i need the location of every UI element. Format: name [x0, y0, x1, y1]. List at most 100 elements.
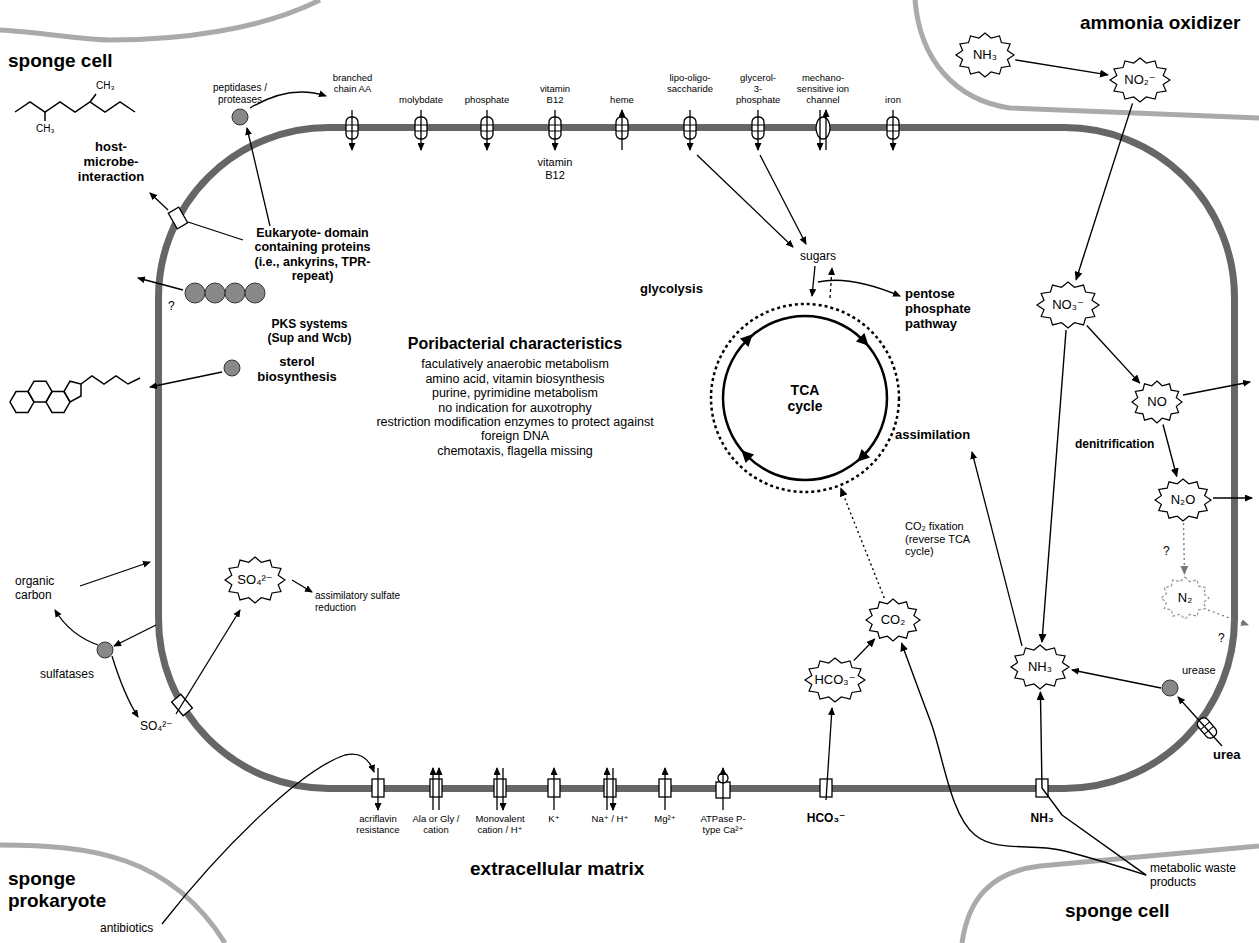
molecule-formula: CO₂	[881, 613, 906, 628]
lipid-structure	[15, 102, 135, 112]
sterol-structure	[64, 381, 81, 402]
label-holder: CO₂ fixation (reverse TCA cycle)	[905, 520, 980, 558]
transporter-symbol	[816, 117, 830, 139]
transport-arrow	[826, 708, 832, 800]
node-text: no indication for auxotrophy	[365, 401, 665, 415]
transport-arrow	[819, 110, 820, 150]
transport-arrow	[486, 110, 487, 150]
node-text: sponge cell	[8, 50, 113, 72]
cycle-arrowhead	[857, 449, 870, 462]
dotted-gas-arrow	[1208, 610, 1248, 625]
transport-arrow	[664, 768, 665, 810]
molecule-formula: N₂	[1178, 591, 1192, 606]
label-text: ATPase P-type Ca²⁺	[699, 814, 747, 836]
transport-arrow	[621, 110, 622, 150]
transport-arrow	[722, 768, 723, 810]
label-holder: assimilatory sulfate reduction	[315, 590, 420, 613]
label-holder: metabolic waste products	[1150, 862, 1245, 890]
text-holder: NH₃	[955, 32, 1015, 78]
label-text: SO₄²⁻	[140, 720, 173, 734]
enzyme-dot	[225, 283, 245, 303]
label-holder: CH₃	[36, 123, 55, 135]
label-holder: vitamin B12	[530, 156, 580, 181]
transport-arrow	[553, 768, 554, 810]
text-holder: ammonia oxidizer	[1080, 12, 1241, 34]
connector-arrow	[1042, 330, 1066, 642]
connector-arrow	[854, 639, 875, 661]
label-holder: assimilation	[895, 428, 970, 443]
cycle-ring	[723, 316, 887, 480]
transport-arrow	[377, 768, 378, 810]
enzyme-dot	[245, 283, 265, 303]
label-text: HCO₃⁻	[801, 812, 851, 826]
label-text: Monovalent cation / H⁺	[471, 814, 529, 836]
text-holder: NH₃	[1010, 644, 1070, 690]
transport-arrow	[150, 193, 168, 210]
transport-arrow	[247, 128, 270, 226]
node-text: amino acid, vitamin biosynthesis	[365, 372, 665, 386]
molecule-starburst-shape	[1036, 281, 1100, 329]
poribacterium-cell: TCA cycleNO₃⁻NON₂ON₂NH₃CO₂HCO₃⁻SO₄²⁻Pori…	[155, 124, 1238, 792]
molecule-starburst: NO	[1131, 380, 1183, 424]
transporter-symbol	[430, 779, 442, 797]
molecule-formula: NO₂⁻	[1124, 73, 1155, 88]
node-text: sponge cell	[1065, 900, 1170, 922]
label-holder: antibiotics	[100, 922, 153, 936]
cell-membrane	[159, 128, 1235, 789]
starburst-outline	[956, 33, 1014, 77]
label-holder: vitamin B12	[535, 84, 575, 106]
cell-outline	[0, 0, 320, 40]
transport-arrow	[818, 280, 900, 296]
label-holder: organic carbon	[15, 575, 75, 603]
label-text: urease	[1182, 664, 1216, 677]
text-holder: N₂O	[1154, 478, 1212, 522]
text-holder: HCO₃⁻	[804, 657, 866, 703]
label-holder: ?	[1163, 545, 1170, 559]
transport-arrow	[892, 110, 893, 150]
text-holder: SO₄²⁻	[224, 556, 286, 604]
starburst-outline	[1037, 282, 1099, 328]
label-text: ?	[168, 300, 175, 314]
node-text: sponge prokaryote	[8, 868, 118, 912]
dotted-gas-arrow	[1208, 610, 1248, 625]
tca-cycle: TCA cycle	[707, 300, 903, 496]
transport-arrow	[162, 754, 374, 924]
label-holder: NH₃	[1017, 812, 1067, 826]
text-holder: sponge cell	[8, 50, 113, 72]
transporter-symbol	[168, 117, 1218, 798]
enzyme-dot	[97, 642, 113, 658]
transport-arrow	[250, 92, 326, 108]
starburst-outline	[1161, 577, 1209, 619]
cell-outline	[962, 846, 1259, 943]
transport-arrow	[697, 155, 793, 247]
transport-arrow	[351, 110, 352, 150]
molecule-starburst: SO₄²⁻	[224, 556, 286, 604]
label-holder: iron	[873, 95, 913, 106]
transport-arrow	[138, 278, 183, 290]
cell-outline	[0, 845, 225, 943]
label-holder: glycolysis	[640, 282, 703, 297]
transport-arrow	[972, 452, 1022, 646]
enzyme-dot	[1162, 680, 1178, 696]
label-text: pentose phosphate pathway	[905, 287, 980, 332]
molecule-starburst: N₂	[1160, 576, 1210, 620]
transport-arrow	[1178, 697, 1222, 746]
node-text: faculatively anaerobic metabolism	[365, 357, 665, 371]
starburst-outline	[805, 658, 865, 702]
text-holder: NO₂⁻	[1109, 57, 1171, 103]
label-holder: CH₃	[96, 80, 115, 92]
text-holder: NO₃⁻	[1036, 281, 1100, 329]
sterol-structure	[10, 376, 140, 412]
label-holder: sterol biosynthesis	[252, 355, 342, 385]
dashed-arrow	[830, 268, 832, 298]
starburst-outline	[1132, 381, 1182, 423]
label-holder: glycerol-3-phosphate	[736, 73, 780, 106]
label-holder: lipo-oligo-saccharide	[664, 73, 716, 95]
label-text: metabolic waste products	[1150, 862, 1245, 890]
molecule-starburst: CO₂	[865, 598, 921, 642]
label-text: organic carbon	[15, 575, 75, 603]
label-holder: extracellular matrix	[470, 858, 644, 880]
label-text: vitamin B12	[530, 156, 580, 181]
